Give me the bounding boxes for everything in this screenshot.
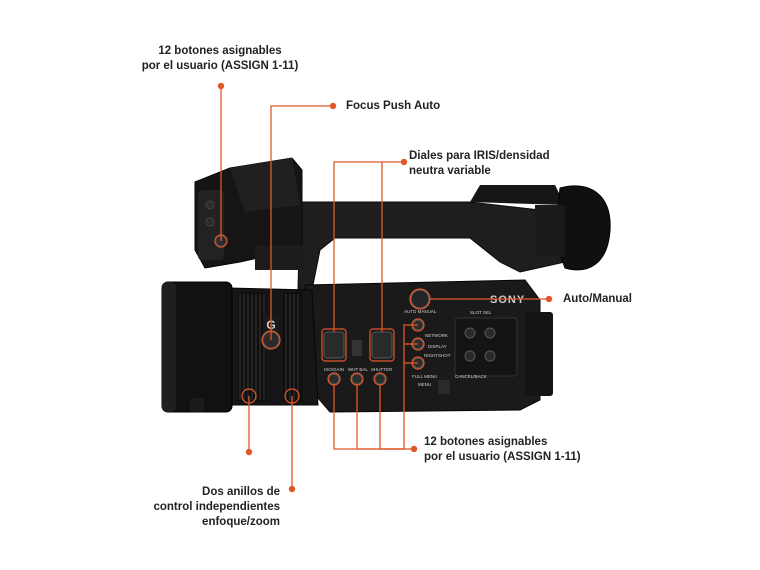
- iso-gain-button: [328, 373, 340, 385]
- callout-assign-bottom-line2: por el usuario (ASSIGN 1-11): [424, 451, 581, 463]
- lcd-button-3: [205, 217, 215, 227]
- auto-manual-marking: AUTO MANUAL: [404, 309, 437, 314]
- callout-iris-dials-line1: Diales para IRIS/densidad: [409, 150, 550, 162]
- rear-battery: [525, 312, 553, 396]
- top-handle: [297, 201, 566, 291]
- callout-dots: [217, 82, 553, 493]
- callout-rings: [214, 234, 431, 404]
- camcorder: G SONY AUTO MANUAL NETWORK DISPLAY NIGHT…: [161, 157, 611, 413]
- lens-hood-rim: [162, 282, 176, 412]
- audio-knob-3: [464, 350, 476, 362]
- display-marking: DISPLAY: [428, 344, 447, 349]
- callout-assign-bottom: 12 botones asignables por el usuario (AS…: [424, 435, 581, 465]
- shutter-marking: SHUTTER: [371, 367, 393, 372]
- callout-lines: [220, 86, 549, 489]
- audio-knob-2: [484, 327, 496, 339]
- callout-assign-bottom-line1: 12 botones asignables: [424, 436, 548, 448]
- callout-assign-top-line1: 12 botones asignables: [158, 45, 282, 57]
- callout-auto-manual: Auto/Manual: [563, 293, 632, 305]
- preset-switch: [352, 340, 362, 356]
- callout-assign-top-line2: por el usuario (ASSIGN 1-11): [141, 60, 299, 72]
- brand-logo: SONY: [490, 294, 525, 306]
- lens-tab: [190, 398, 204, 412]
- lcd-button-2: [205, 200, 215, 210]
- wht-bal-button: [351, 373, 363, 385]
- nightshot-marking: NIGHTSHOT: [424, 353, 451, 358]
- lcd-hinge: [255, 245, 305, 270]
- audio-panel: [454, 317, 518, 377]
- callout-assign-top: 12 botones asignables por el usuario (AS…: [140, 44, 300, 74]
- lcd-hood: [230, 158, 300, 212]
- handle-front-rail: [470, 185, 565, 205]
- nd-dial: [371, 331, 393, 359]
- network-marking: NETWORK: [425, 333, 448, 338]
- callout-rings-line1: Dos anillos de: [202, 486, 280, 498]
- eyecup-mount: [535, 205, 565, 257]
- cancel-back-marking: CANCEL/BACK: [455, 374, 487, 379]
- full-menu-marking: FULL MENU: [412, 374, 437, 379]
- callout-iris-dials: Diales para IRIS/densidad neutra variabl…: [409, 149, 550, 179]
- callout-focus-push-auto: Focus Push Auto: [346, 100, 441, 112]
- wht-bal-marking: WHT BAL: [348, 367, 368, 372]
- menu-dial: [438, 380, 450, 394]
- callout-rings: Dos anillos de control independientes en…: [140, 485, 280, 530]
- callout-rings-line3: enfoque/zoom: [202, 516, 280, 528]
- iso-gain-marking: ISO/GAIN: [324, 367, 344, 372]
- focus-ring: [238, 292, 266, 402]
- menu-marking: MENU: [418, 382, 431, 387]
- eyecup: [554, 185, 611, 271]
- zoom-ring: [283, 292, 303, 402]
- iris-dial: [323, 331, 345, 359]
- callout-rings-line2: control independientes: [153, 501, 280, 513]
- callout-iris-dials-line2: neutra variable: [409, 165, 491, 177]
- audio-knob-1: [464, 327, 476, 339]
- slot-sel-marking: SLOT SEL: [470, 310, 492, 315]
- audio-knob-4: [484, 350, 496, 362]
- shutter-button: [374, 373, 386, 385]
- auto-manual-switch: [410, 289, 430, 309]
